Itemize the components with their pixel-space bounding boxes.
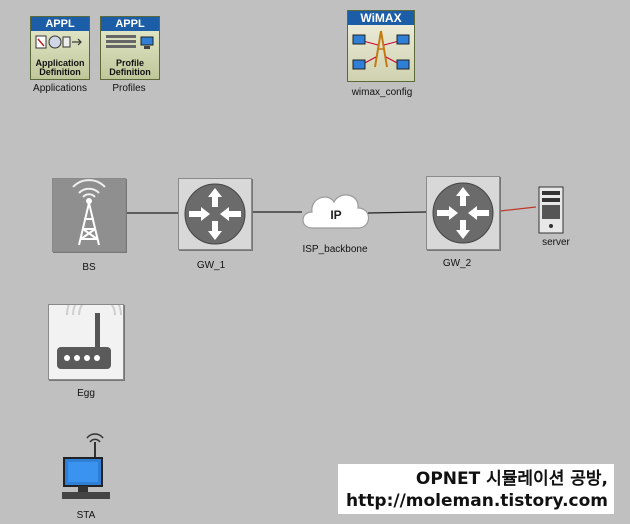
cloud-ip-text: IP bbox=[330, 208, 342, 222]
router-icon bbox=[426, 176, 500, 250]
link-gw2-server[interactable] bbox=[499, 206, 537, 212]
tower-graphic bbox=[72, 179, 106, 246]
label-gw2: GW_2 bbox=[442, 258, 472, 269]
profile-graphic bbox=[106, 35, 154, 49]
wimax-config-icon: WiMAX bbox=[347, 10, 415, 82]
label-wimax-config: wimax_config bbox=[351, 87, 413, 98]
label-isp-backbone: ISP_backbone bbox=[302, 244, 368, 255]
router-graphic bbox=[184, 183, 246, 245]
node-sta[interactable]: STA bbox=[58, 432, 114, 524]
appl-badge: APPL bbox=[31, 17, 89, 31]
profile-definition-text: Profile Definition bbox=[109, 58, 151, 77]
server-icon bbox=[538, 186, 564, 234]
link-isp-gw2[interactable] bbox=[367, 211, 427, 214]
base-station-tower-icon bbox=[52, 178, 126, 252]
label-bs: BS bbox=[82, 262, 96, 273]
node-wimax-config[interactable]: WiMAX wimax_config bbox=[344, 10, 420, 100]
node-applications[interactable]: APPL Application Definition Applications bbox=[30, 16, 94, 100]
watermark-line2: http://moleman.tistory.com bbox=[346, 491, 608, 511]
router-icon bbox=[178, 178, 252, 250]
label-server: server bbox=[542, 237, 570, 248]
wimax-network-graphic bbox=[352, 30, 410, 70]
application-definition-text: Application Definition bbox=[35, 58, 85, 77]
node-profiles[interactable]: APPL Profile Definition Profiles bbox=[100, 16, 164, 100]
wireless-workstation-icon bbox=[62, 433, 110, 499]
router-graphic bbox=[432, 182, 494, 244]
profile-definition-icon: APPL Profile Definition bbox=[100, 16, 160, 80]
modem-graphic bbox=[57, 305, 122, 369]
wireless-modem-icon bbox=[48, 304, 124, 380]
label-gw1: GW_1 bbox=[196, 260, 226, 271]
node-bs[interactable]: BS bbox=[52, 178, 126, 274]
watermark: OPNET 시뮬레이션 공방, http://moleman.tistory.c… bbox=[338, 464, 614, 514]
node-gw2[interactable]: GW_2 bbox=[426, 176, 500, 272]
node-isp-backbone[interactable]: IP ISP_backbone bbox=[292, 186, 378, 260]
app-config-graphic bbox=[35, 35, 82, 49]
application-definition-icon: APPL Application Definition bbox=[30, 16, 90, 80]
label-profiles: Profiles bbox=[112, 83, 146, 94]
label-sta: STA bbox=[76, 510, 96, 521]
watermark-line1: OPNET 시뮬레이션 공방, bbox=[415, 469, 608, 489]
node-gw1[interactable]: GW_1 bbox=[178, 178, 252, 274]
node-egg[interactable]: Egg bbox=[48, 304, 124, 400]
node-server[interactable]: server bbox=[530, 186, 582, 252]
label-egg: Egg bbox=[77, 388, 95, 399]
label-applications: Applications bbox=[33, 83, 87, 94]
appl-badge: APPL bbox=[101, 17, 159, 31]
wimax-badge: WiMAX bbox=[348, 11, 414, 25]
ip-cloud-icon bbox=[302, 194, 370, 229]
